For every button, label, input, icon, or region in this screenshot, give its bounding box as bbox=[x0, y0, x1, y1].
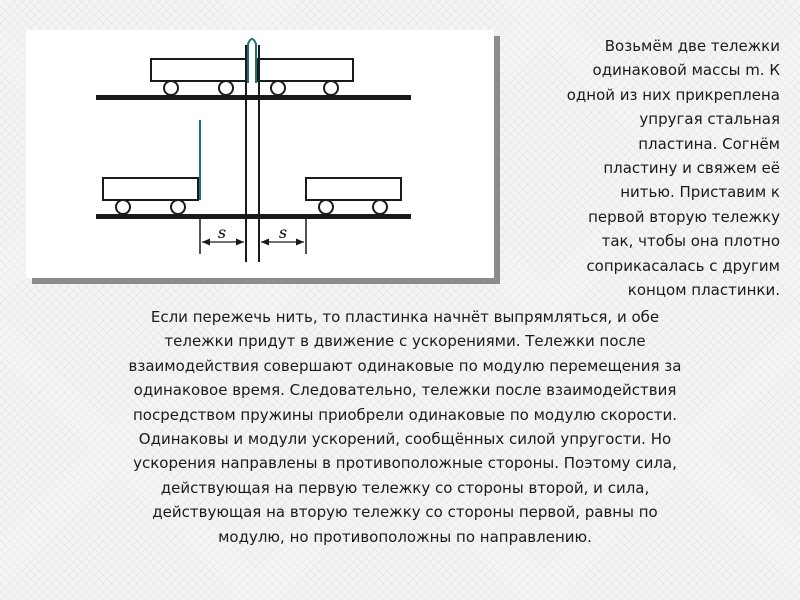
text-line: первой вторую тележку bbox=[588, 207, 780, 226]
text-line: концом пластинки. bbox=[627, 281, 780, 300]
text-line: действующая на вторую тележку со стороны… bbox=[152, 503, 658, 522]
track-top bbox=[96, 95, 411, 100]
arrowhead bbox=[261, 238, 269, 246]
dimension-label-left: s bbox=[218, 223, 226, 242]
side-paragraph: Возьмём две тележки одинаковой массы m. … bbox=[496, 34, 780, 302]
text-line: одинаковое время. Следовательно, тележки… bbox=[133, 381, 677, 400]
carts-diagram: s s bbox=[96, 38, 411, 262]
wheel bbox=[170, 199, 186, 215]
cart-top-left bbox=[150, 58, 247, 82]
text-line: одинаковой массы m. К bbox=[592, 61, 780, 80]
bent-plate bbox=[247, 38, 257, 83]
wheel bbox=[372, 199, 388, 215]
text-line: Возьмём две тележки bbox=[604, 37, 780, 55]
figure-panel: s s bbox=[26, 30, 494, 278]
text-line: взаимодействия совершают одинаковые по м… bbox=[128, 356, 682, 375]
text-line: действующая на первую тележку со стороны… bbox=[160, 478, 650, 497]
cart-bottom-left bbox=[102, 177, 199, 201]
wheel bbox=[163, 80, 179, 96]
wheel bbox=[323, 80, 339, 96]
text-line: Одинаковы и модули ускорений, сообщённых… bbox=[138, 430, 672, 449]
text-line: нитью. Приставим к bbox=[620, 183, 780, 202]
wheel bbox=[115, 199, 131, 215]
wheel bbox=[218, 80, 234, 96]
text-line: тележки придут в движение с ускорениями.… bbox=[164, 332, 646, 351]
cart-bottom-right bbox=[305, 177, 402, 201]
text-line: соприкасалась с другим bbox=[586, 256, 780, 275]
text-line: упругая стальная bbox=[639, 110, 780, 129]
arrowhead bbox=[296, 238, 304, 246]
text-line: Если пережечь нить, то пластинка начнёт … bbox=[150, 308, 660, 326]
arrowhead bbox=[236, 238, 244, 246]
text-line: модулю, но противоположны по направлению… bbox=[218, 527, 592, 546]
text-line: пластина. Согнём bbox=[638, 134, 780, 153]
cart-top-right bbox=[257, 58, 354, 82]
main-paragraph: Если пережечь нить, то пластинка начнёт … bbox=[24, 305, 786, 549]
text-line: одной из них прикреплена bbox=[566, 85, 780, 104]
dimension-label-right: s bbox=[279, 223, 287, 242]
wheel bbox=[270, 80, 286, 96]
text-line: пластину и свяжем её bbox=[603, 159, 780, 178]
wheel bbox=[318, 199, 334, 215]
text-line: ускорения направлены в противоположные с… bbox=[133, 454, 677, 473]
track-bottom bbox=[96, 214, 411, 219]
text-line: так, чтобы она плотно bbox=[601, 232, 780, 251]
arrowhead bbox=[202, 238, 210, 246]
text-line: посредством пружины приобрели одинаковые… bbox=[132, 405, 678, 424]
